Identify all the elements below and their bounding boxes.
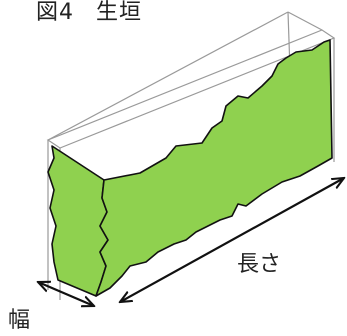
hedge-front-face [95, 39, 333, 297]
figure-number: 図4 [36, 0, 74, 25]
box-back-top-edge [287, 11, 323, 31]
figure-title: 図4 生垣 [36, 0, 142, 26]
figure-name: 生垣 [96, 0, 143, 25]
length-arrow [120, 178, 344, 302]
hedge-side-face [47, 145, 109, 297]
width-label: 幅 [8, 308, 31, 333]
width-arrow [38, 282, 94, 306]
box-back-left-edge [47, 11, 289, 141]
length-label: 長さ [237, 252, 282, 277]
